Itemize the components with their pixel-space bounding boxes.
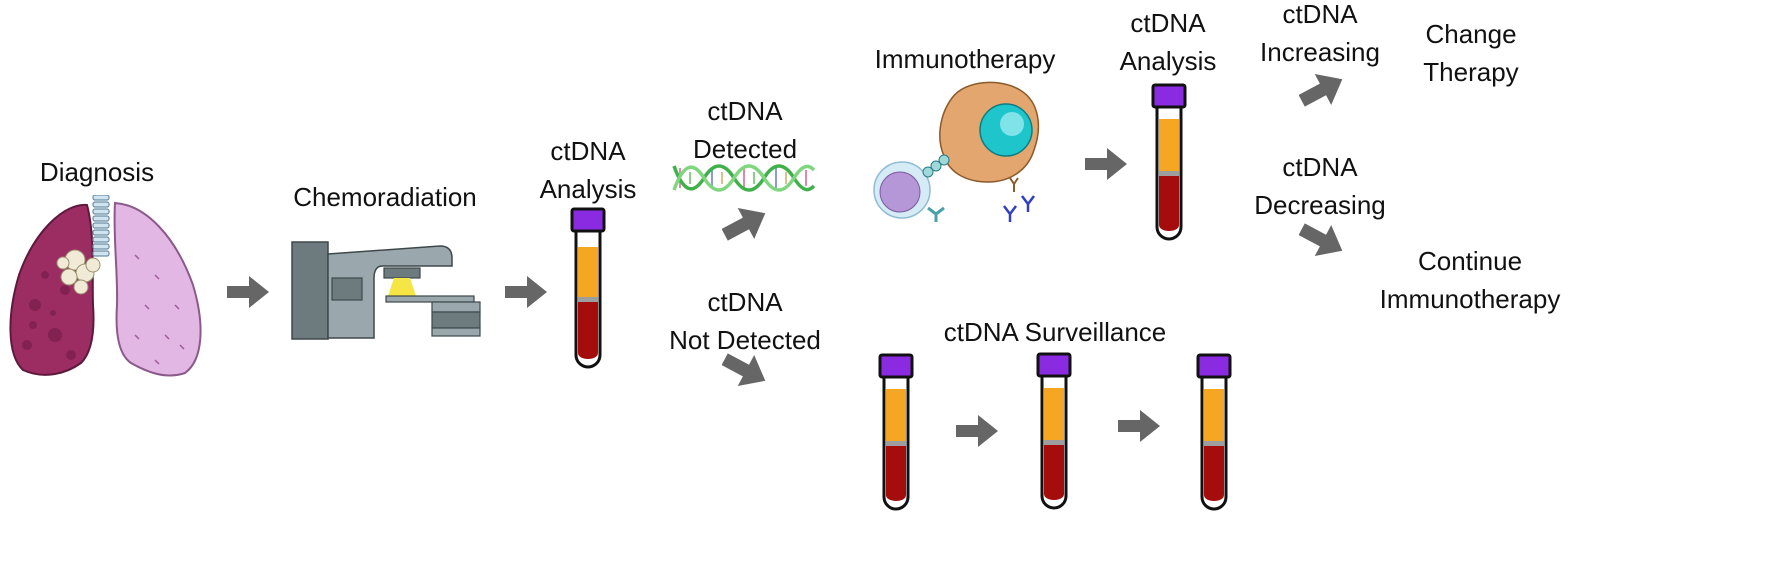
blood-tube-icon [878,353,914,511]
blood-tube-icon [570,207,606,369]
linac-machine-icon [291,241,481,340]
arrow-icon [722,208,766,241]
blood-tube-icon [1036,352,1072,510]
label-chemoradiation: Chemoradiation [293,182,477,212]
label-continue-immunotherapy: Continue Immunotherapy [1379,246,1561,314]
label-ctdna-analysis-2: ctDNA Analysis [1119,8,1217,76]
label-diagnosis: Diagnosis [39,157,155,187]
label-ctdna-not-detected: ctDNA Not Detected [669,287,821,355]
label-ctdna-decreasing: ctDNA Decreasing [1254,152,1386,220]
arrow-icon [227,276,269,308]
arrow-icon [1085,148,1127,180]
label-ctdna-increasing: ctDNA Increasing [1260,0,1380,67]
arrow-icon [505,276,547,308]
arrow-icon [722,353,766,386]
arrow-icon [1299,74,1343,107]
arrow-icon [1299,223,1343,256]
lungs-icon [9,195,202,377]
label-ctdna-analysis-1: ctDNA Analysis [539,136,637,204]
arrow-icon [1118,410,1160,442]
label-ctdna-surveillance: ctDNA Surveillance [943,317,1167,347]
blood-tube-icon [1151,83,1187,241]
label-change-therapy: Change Therapy [1423,19,1519,87]
label-immunotherapy: Immunotherapy [874,44,1056,74]
label-ctdna-detected: ctDNA Detected [692,96,798,164]
arrow-icon [956,415,998,447]
dna-helix-icon [672,164,816,192]
immune-cells-icon [873,81,1040,222]
blood-tube-icon [1196,353,1232,511]
